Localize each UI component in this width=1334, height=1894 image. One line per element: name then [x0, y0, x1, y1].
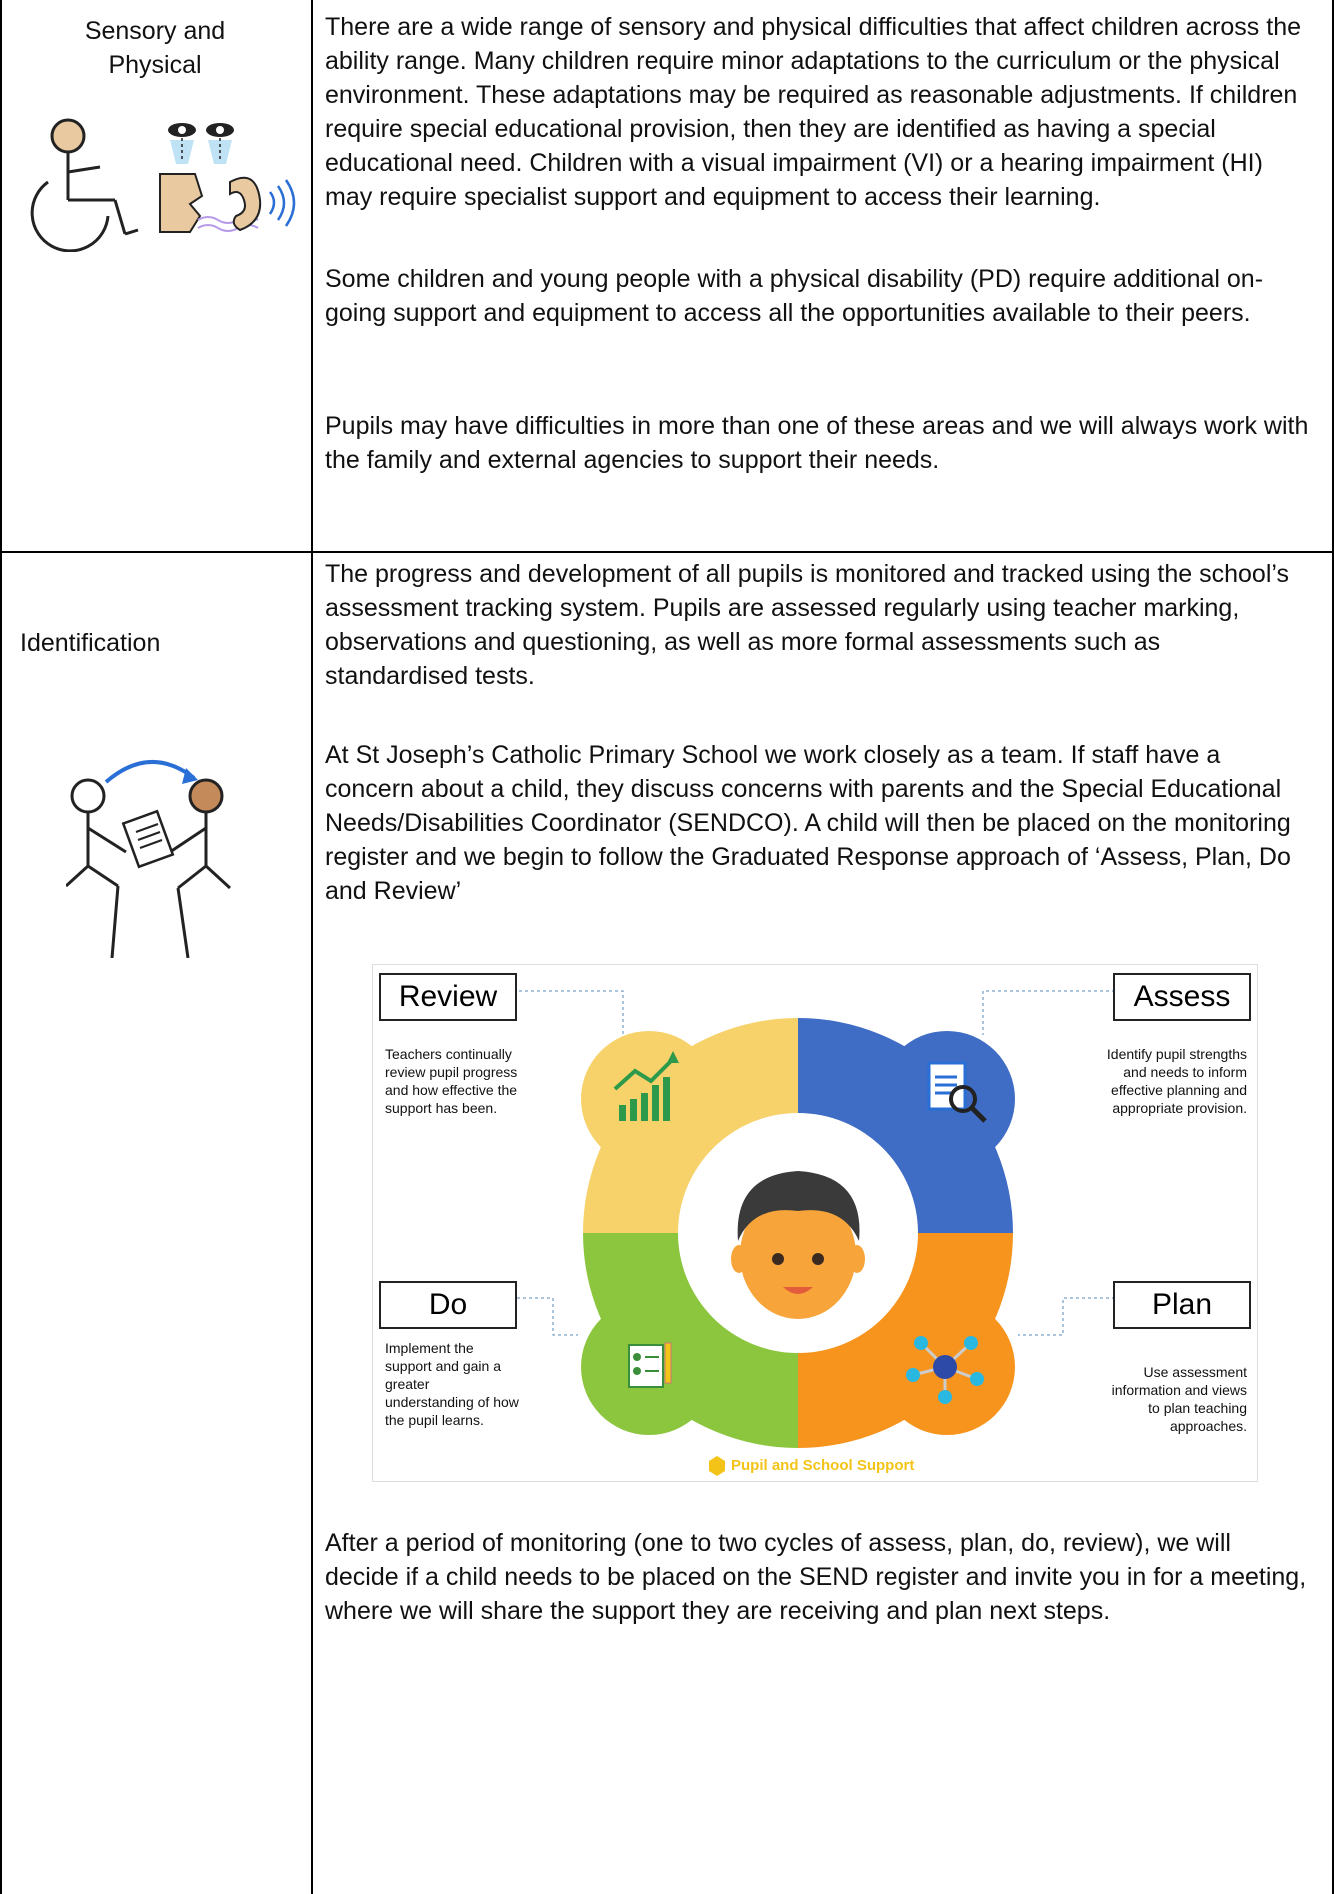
diagram-footer: Pupil and School Support: [731, 1457, 915, 1474]
table-row-divider: [0, 551, 1334, 553]
clipboard-icon: [121, 809, 175, 869]
identification-paragraph-1: The progress and development of all pupi…: [325, 560, 1289, 690]
discussion-clipboard-icon: [66, 759, 232, 958]
do-description: Implement the support and gain a greater…: [385, 1340, 519, 1428]
graduated-response-diagram: Review Teachers continually review pupil…: [372, 964, 1258, 1482]
review-label: Review: [379, 973, 517, 1021]
review-description: Teachers continually review pupil progre…: [385, 1046, 518, 1116]
do-label: Do: [379, 1281, 517, 1329]
sensory-paragraph-2: Some children and young people with a ph…: [325, 265, 1264, 327]
identification-paragraph-3: After a period of monitoring (one to two…: [325, 1529, 1307, 1625]
row-label-identification: Identification: [20, 629, 161, 657]
sensory-paragraph-1: There are a wide range of sensory and ph…: [325, 13, 1302, 211]
growth-chart-icon: [613, 1051, 679, 1121]
identification-paragraph-2: At St Joseph’s Catholic Primary School w…: [325, 741, 1291, 905]
nose-mouth-icon: [159, 173, 259, 233]
cycle-ring: [493, 990, 1115, 1476]
assess-label: Assess: [1113, 973, 1251, 1021]
network-icon: [906, 1336, 984, 1404]
sensory-physical-icon: [30, 118, 296, 252]
table-column-divider: [311, 0, 313, 1894]
hexagon-icon: [709, 1456, 725, 1476]
table-border-right: [1332, 0, 1334, 1894]
plan-label: Plan: [1113, 1281, 1251, 1329]
eyes-icon: [168, 123, 234, 164]
sensory-paragraph-3: Pupils may have difficulties in more tha…: [325, 412, 1309, 474]
child-face-icon: [731, 1171, 865, 1319]
wheelchair-icon: [30, 118, 139, 252]
document-magnifier-icon: [927, 1061, 987, 1123]
plan-description: Use assessment information and views to …: [1111, 1364, 1247, 1434]
row-label-sensory: Sensory and Physical: [84, 17, 226, 79]
table-border-left: [0, 0, 2, 1894]
ear-icon: [229, 176, 296, 232]
assess-description: Identify pupil strengths and needs to in…: [1106, 1046, 1247, 1116]
checklist-icon: [628, 1342, 672, 1388]
